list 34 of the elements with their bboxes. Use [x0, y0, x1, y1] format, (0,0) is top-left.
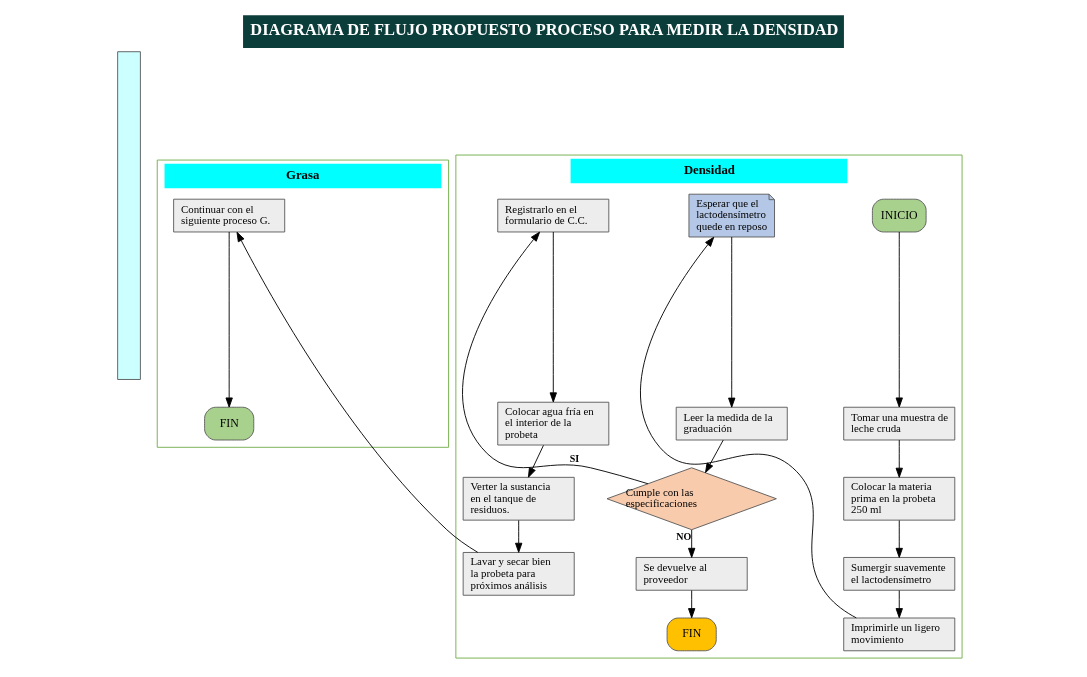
- node-box: Sumergir suavemente el lactodensímetro: [843, 557, 956, 591]
- arrow: [895, 439, 903, 478]
- arrow: [688, 590, 696, 619]
- arrow: [895, 520, 903, 558]
- node-box: Verter la sustancia en el tanque de residuos.: [462, 476, 575, 521]
- arrow: [895, 231, 903, 408]
- arrow: [688, 529, 696, 558]
- arrow: [225, 231, 233, 408]
- node-box: Se devuelve al proveedor: [635, 557, 748, 591]
- node-box: Continuar con el siguiente proceso G.: [173, 198, 286, 233]
- arrow: [515, 520, 523, 553]
- node-box: Colocar agua fría en el interior de la probeta: [497, 401, 610, 446]
- node-box: Registrarlo en el formulario de C.C.: [497, 198, 610, 233]
- node-box: FIN: [204, 406, 255, 441]
- arrow: [705, 439, 724, 473]
- diagram-title: DIAGRAMA DE FLUJO PROPUESTO PROCESO PARA MEDIR LA DENSIDAD: [250, 19, 839, 39]
- arrow: [549, 231, 557, 403]
- node-box: FIN: [666, 617, 717, 652]
- node-box: Lavar y secar bien la probeta para próximos análisis: [462, 552, 575, 596]
- node-diamond: Cumple con las especificaciones: [606, 467, 777, 531]
- node-box: Imprimirle un ligero movimiento: [843, 617, 956, 652]
- node-box: INICIO: [871, 198, 927, 233]
- arrow: [462, 231, 649, 485]
- arrow: [640, 236, 857, 619]
- node-bar: [117, 51, 141, 380]
- arrow: [236, 231, 479, 553]
- edge-label: NO: [676, 531, 692, 543]
- arrow: [895, 590, 903, 619]
- node-box: Colocar la materia prima en la probeta 250 ml: [843, 476, 956, 521]
- edge-label: SI: [569, 452, 580, 464]
- arrow: [527, 444, 544, 478]
- node-box: Tomar una muestra de leche cruda: [843, 406, 956, 441]
- arrow: [728, 236, 736, 408]
- node-box: Leer la medida de la graduación: [675, 406, 788, 441]
